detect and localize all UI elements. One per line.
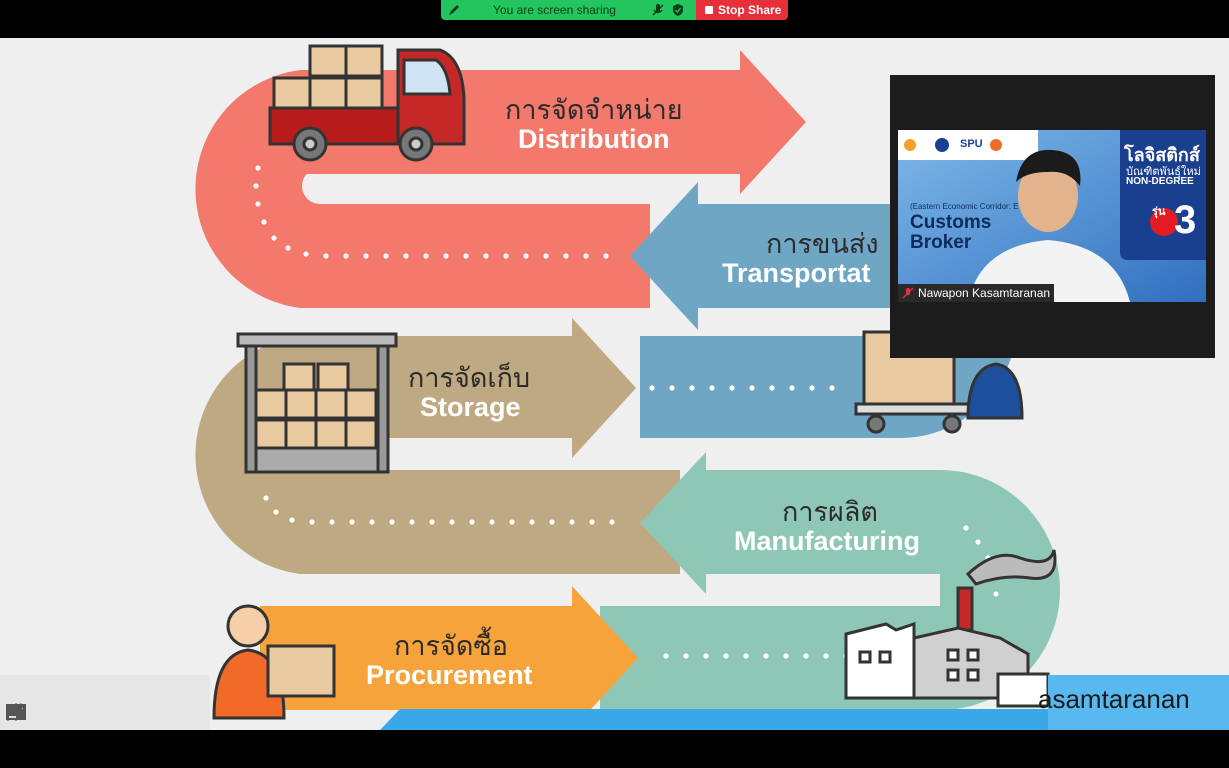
sharing-status-text: You are screen sharing (493, 3, 616, 17)
video-program-sub: บัณฑิตพันธุ์ใหม่ (1126, 166, 1201, 178)
distribution-loop (195, 70, 650, 308)
shared-slide: การจัดจำหน่าย Distribution การขนส่ง Tran… (0, 38, 1229, 730)
video-program-title: โลจิสติกส์ (1124, 145, 1200, 165)
storage-english-label: Storage (420, 392, 521, 422)
participant-video-feed: SPU โลจิสติกส์ บัณฑิตพันธุ์ใหม่ NON-DEGR… (898, 130, 1206, 302)
manufacturing-arrow (640, 452, 940, 594)
video-cohort-number: 3 (1174, 198, 1197, 242)
participant-video-tile[interactable]: SPU โลจิสติกส์ บัณฑิตพันธุ์ใหม่ NON-DEGR… (890, 75, 1215, 358)
bottom-bar (0, 730, 1229, 768)
arrow-right-icon[interactable] (4, 700, 28, 724)
video-course-line2: Broker (910, 232, 972, 253)
transportation-english-label: Transportat (722, 258, 871, 288)
video-background (898, 130, 1206, 302)
video-program-tag: NON-DEGREE (1126, 176, 1194, 187)
video-cohort-label: รุ่น (1152, 206, 1166, 218)
storage-thai-label: การจัดเก็บ (408, 363, 531, 393)
transportation-arrow (630, 182, 900, 330)
procurement-thai-label: การจัดซื้อ (394, 631, 508, 661)
participant-name-tag: Nawapon Kasamtaranan (898, 284, 1055, 302)
manufacturing-english-label: Manufacturing (734, 526, 920, 556)
storage-loop (195, 336, 680, 574)
mic-icon[interactable] (651, 3, 665, 17)
security-shield-icon[interactable] (671, 3, 685, 17)
buyer-person-icon (212, 604, 336, 720)
transportation-thai-label: การขนส่ง (766, 229, 879, 259)
video-small-text: (Eastern Economic Corridor: E (910, 202, 1019, 211)
procurement-arrow (260, 586, 638, 730)
stop-share-label: Stop Share (718, 3, 782, 17)
warehouse-icon (236, 332, 398, 474)
procurement-english-label: Procurement (366, 660, 533, 690)
factory-icon (844, 549, 1057, 708)
video-brand-text: SPU (960, 138, 983, 150)
presenter-caption: asamtaranan (1038, 684, 1190, 714)
video-course-line1: Customs (910, 212, 992, 233)
top-bar: You are screen sharing Stop Share (0, 0, 1229, 38)
manufacturing-thai-label: การผลิต (782, 497, 878, 527)
dotted-route (253, 165, 999, 659)
delivery-truck-icon (268, 44, 466, 162)
distribution-english-label: Distribution (518, 124, 670, 154)
screen-sharing-indicator[interactable]: You are screen sharing (441, 0, 696, 20)
distribution-thai-label: การจัดจำหน่าย (505, 95, 683, 125)
presenter-caption-band (0, 675, 1229, 730)
muted-mic-icon (902, 287, 914, 299)
stop-share-button[interactable]: Stop Share (696, 0, 788, 20)
stop-square-icon (705, 6, 713, 14)
participant-name: Nawapon Kasamtaranan (918, 286, 1051, 300)
supply-chain-diagram (195, 44, 1060, 730)
annotate-icon[interactable] (447, 3, 461, 17)
